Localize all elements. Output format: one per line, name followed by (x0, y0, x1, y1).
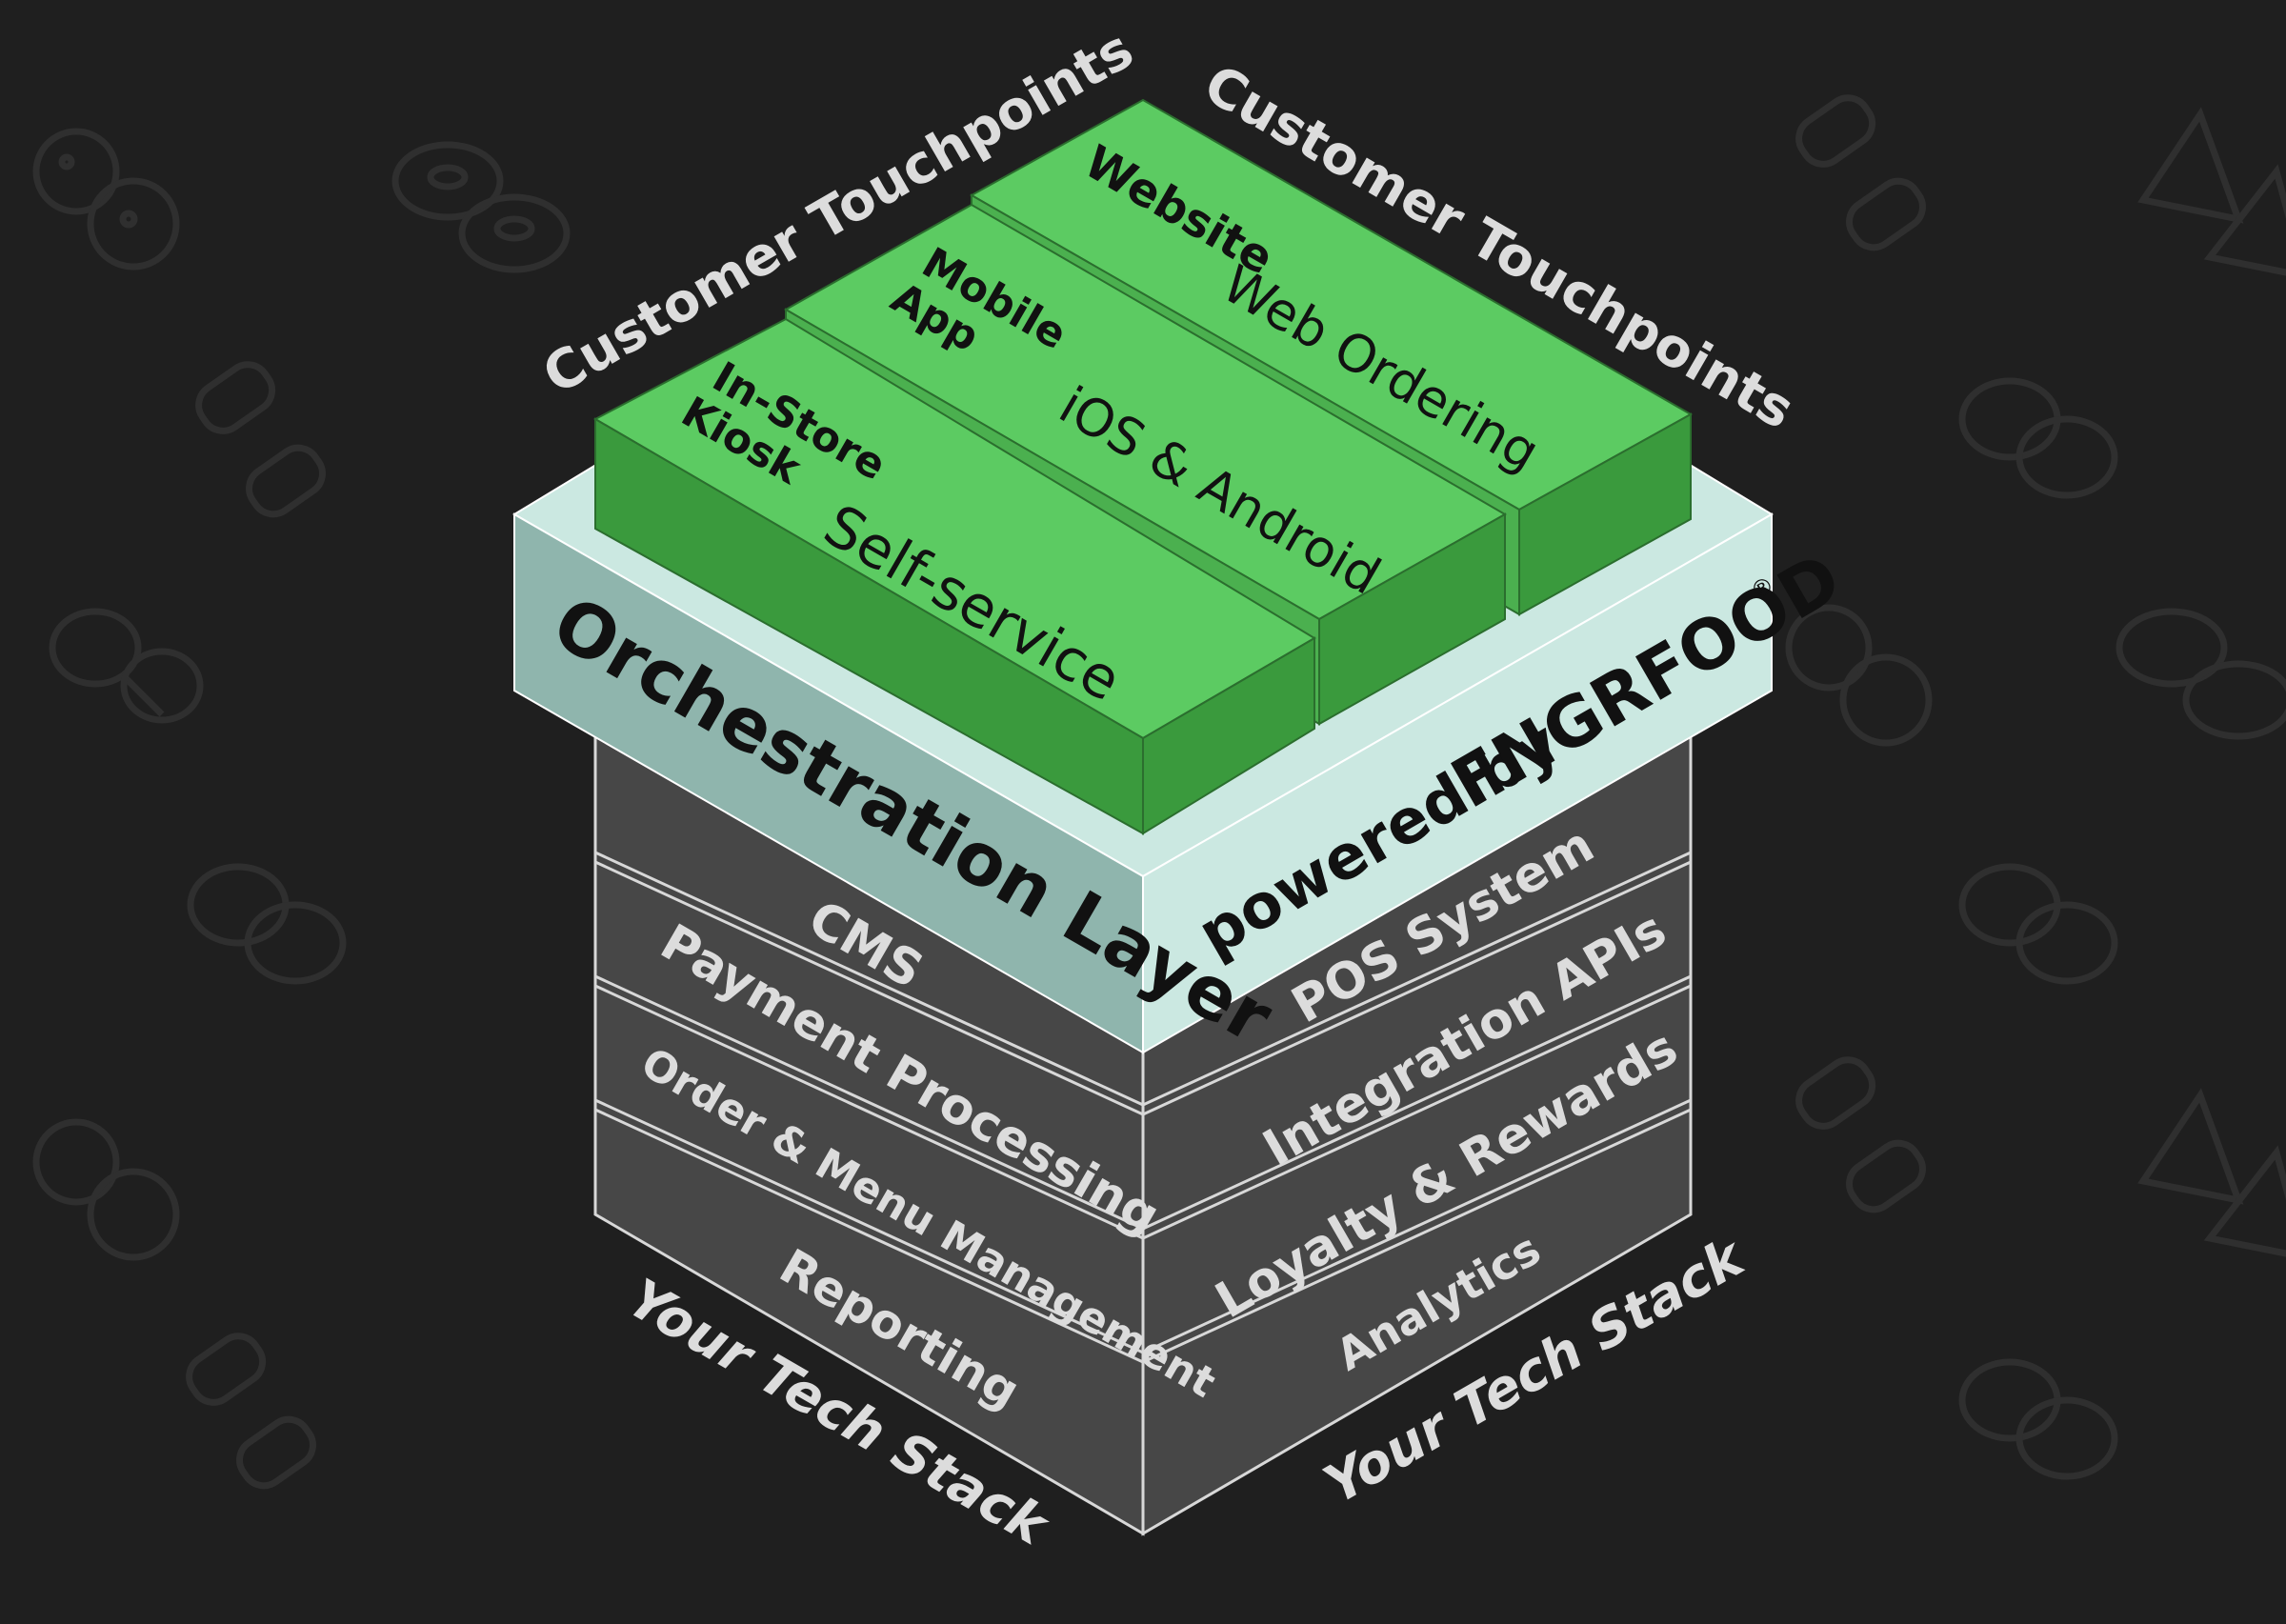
food-icon-pattern (32, 94, 2286, 1490)
chain-donut-icon (1958, 1358, 2118, 1480)
cookie-icon (1785, 604, 1933, 747)
touchpoint-block-kiosk (592, 317, 1316, 835)
pizza-icon (2137, 1088, 2286, 1257)
burrito-icon (186, 1333, 316, 1490)
donut-icon (2116, 608, 2286, 740)
burrito-icon (195, 361, 326, 518)
chain-donut-icon (187, 863, 347, 985)
touchpoint-blocks (592, 98, 1694, 835)
cookie-icon (32, 128, 180, 271)
orchestration-face-right (1142, 512, 1773, 1054)
cookie-icon (32, 1118, 180, 1261)
chain-donut-icon (1958, 863, 2118, 985)
burrito-icon (1795, 1056, 1926, 1213)
donut-icon (391, 141, 571, 273)
pizza-icon (2137, 107, 2286, 276)
burrito-icon (1795, 94, 1926, 251)
drumstick-icon (49, 608, 204, 724)
chain-donut-icon (1958, 377, 2118, 499)
